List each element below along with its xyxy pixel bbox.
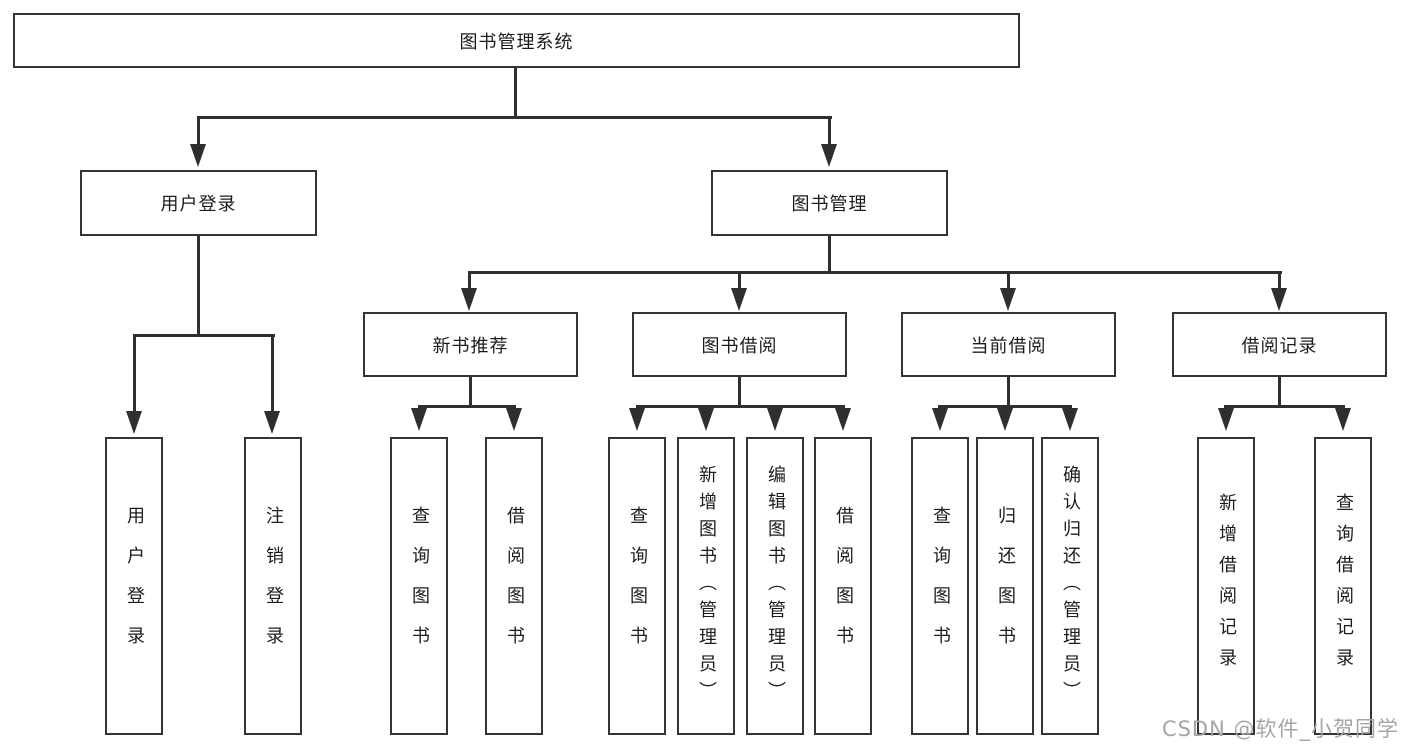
arrow-to-leaf-user-login	[126, 411, 142, 434]
edge-root-branch	[197, 116, 832, 119]
leaf-query-books-current-label: 查询图书	[930, 506, 951, 666]
edge-root-drop	[514, 68, 517, 119]
edge-recommend-branch	[418, 405, 516, 408]
node-book-management-label: 图书管理	[791, 194, 868, 215]
arrow-to-leaf-logout	[264, 411, 280, 434]
leaf-return-book-label: 归还图书	[995, 506, 1016, 666]
arrow-to-current	[1000, 288, 1016, 311]
arrow-to-user-login	[190, 144, 206, 167]
node-root-system: 图书管理系统	[13, 13, 1020, 68]
leaf-borrow-books-borrow: 借阅图书	[814, 437, 872, 735]
edge-current-branch	[938, 405, 1072, 408]
edge-borrow-drop	[738, 377, 741, 408]
edge-stem-book-mgmt	[828, 116, 831, 146]
edge-stem-records	[1278, 271, 1281, 290]
leaf-query-books-recommend: 查询图书	[390, 437, 448, 735]
edge-recommend-drop	[469, 377, 472, 408]
arrow-to-recommend	[461, 288, 477, 311]
leaf-query-borrow-record-label: 查询借阅记录	[1333, 493, 1354, 679]
arrow-to-confirm-return	[1062, 408, 1078, 431]
leaf-logout: 注销登录	[244, 437, 302, 735]
arrow-to-query-record	[1335, 408, 1351, 431]
node-root-label: 图书管理系统	[459, 31, 574, 53]
leaf-user-login-label: 用户登录	[124, 506, 145, 666]
leaf-borrow-books-borrow-label: 借阅图书	[833, 506, 854, 666]
leaf-return-book: 归还图书	[976, 437, 1034, 735]
edge-stem-user-login	[197, 116, 200, 146]
arrow-to-borrow-books-b	[835, 408, 851, 431]
edge-records-branch	[1224, 405, 1345, 408]
edge-borrow-branch	[636, 405, 845, 408]
node-new-book-recommend-label: 新书推荐	[432, 335, 509, 357]
edge-current-drop	[1007, 377, 1010, 408]
node-borrow-records: 借阅记录	[1172, 312, 1387, 377]
arrow-to-query-books-b	[629, 408, 645, 431]
leaf-query-books-borrow-label: 查询图书	[627, 506, 648, 666]
leaf-query-books-current: 查询图书	[911, 437, 969, 735]
node-new-book-recommend: 新书推荐	[363, 312, 578, 377]
csdn-watermark: CSDN @软件_小贺同学	[1161, 717, 1399, 741]
node-current-borrow: 当前借阅	[901, 312, 1116, 377]
edge-stem-leaf-user-login	[133, 334, 136, 413]
arrow-to-borrow-books-a	[506, 408, 522, 431]
edge-records-drop	[1278, 377, 1281, 408]
node-book-management: 图书管理	[711, 170, 948, 236]
leaf-query-borrow-record: 查询借阅记录	[1314, 437, 1372, 735]
edge-stem-leaf-logout	[271, 334, 274, 413]
leaf-add-borrow-record-label: 新增借阅记录	[1216, 493, 1237, 679]
arrow-to-query-books-a	[411, 408, 427, 431]
arrow-to-query-books-c	[932, 408, 948, 431]
edge-book-mgmt-branch	[469, 271, 1282, 274]
arrow-to-add-book	[698, 408, 714, 431]
leaf-user-login: 用户登录	[105, 437, 163, 735]
leaf-edit-book-admin-label: 编辑图书（管理员）	[765, 464, 786, 708]
arrow-to-return-book	[997, 408, 1013, 431]
node-current-borrow-label: 当前借阅	[970, 335, 1047, 357]
arrow-to-add-record	[1218, 408, 1234, 431]
arrow-to-records	[1271, 288, 1287, 311]
edge-book-mgmt-drop	[828, 236, 831, 274]
node-borrow-records-label: 借阅记录	[1241, 335, 1318, 357]
node-user-login-label: 用户登录	[160, 194, 237, 215]
leaf-logout-label: 注销登录	[263, 506, 284, 666]
leaf-query-books-recommend-label: 查询图书	[409, 506, 430, 666]
leaf-add-book-admin: 新增图书（管理员）	[677, 437, 735, 735]
arrow-to-borrow	[731, 288, 747, 311]
leaf-query-books-borrow: 查询图书	[608, 437, 666, 735]
arrow-to-edit-book	[767, 408, 783, 431]
arrow-to-book-mgmt	[821, 144, 837, 167]
edge-user-login-drop	[197, 236, 200, 337]
edge-stem-current	[1007, 271, 1010, 290]
leaf-add-book-admin-label: 新增图书（管理员）	[696, 464, 717, 708]
leaf-confirm-return-admin-label: 确认归还（管理员）	[1060, 464, 1081, 708]
edge-user-login-branch	[133, 334, 275, 337]
node-user-login: 用户登录	[80, 170, 317, 236]
leaf-add-borrow-record: 新增借阅记录	[1197, 437, 1255, 735]
edge-stem-recommend	[468, 271, 471, 290]
leaf-borrow-books-recommend: 借阅图书	[485, 437, 543, 735]
leaf-borrow-books-recommend-label: 借阅图书	[504, 506, 525, 666]
edge-stem-borrow	[738, 271, 741, 290]
leaf-confirm-return-admin: 确认归还（管理员）	[1041, 437, 1099, 735]
node-book-borrow: 图书借阅	[632, 312, 847, 377]
leaf-edit-book-admin: 编辑图书（管理员）	[746, 437, 804, 735]
node-book-borrow-label: 图书借阅	[701, 335, 778, 357]
